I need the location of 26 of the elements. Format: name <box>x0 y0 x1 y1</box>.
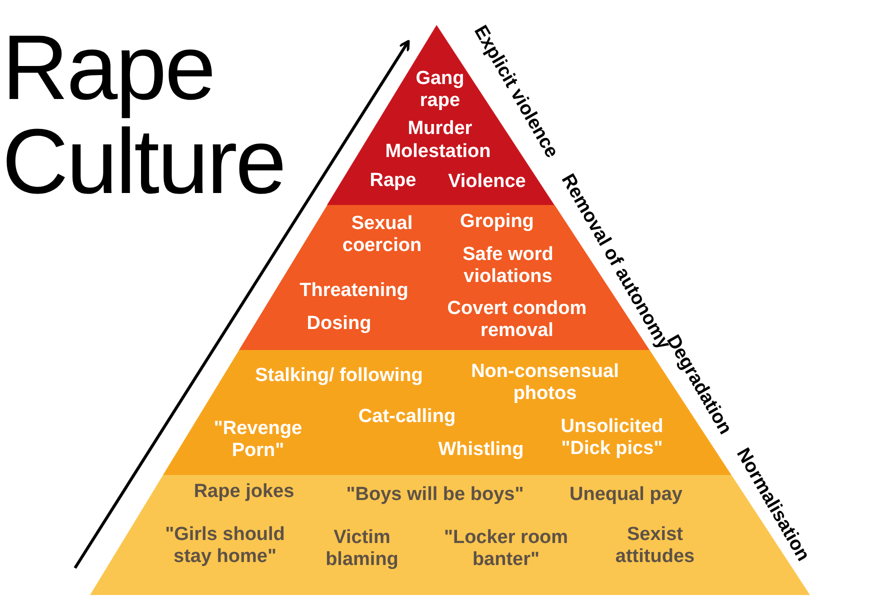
tier-item-text: Unequal pay <box>570 484 682 506</box>
tier-item-text: Molestation <box>385 141 491 163</box>
tier-item-text: Dosing <box>306 313 372 335</box>
tier-item-text: Safe word violations <box>462 244 554 288</box>
tier-item-text: Violence <box>448 171 526 193</box>
tier-item-text: Gang rape <box>414 68 466 112</box>
tier-item-text: Sexual coercion <box>341 213 423 257</box>
tier-item-text: Whistling <box>438 439 524 461</box>
tier-item-text: "Locker room banter" <box>442 527 570 571</box>
title-text: Rape Culture <box>2 22 286 210</box>
tier-item-text: Threatening <box>300 280 408 302</box>
tier-item-text: "Girls should stay home" <box>164 524 286 568</box>
pyramid-tier <box>327 25 555 205</box>
tier-item-text: Groping <box>460 211 534 233</box>
tier-item-text: Rape <box>370 170 416 192</box>
tier-item-text: Murder <box>408 118 472 140</box>
tier-item-text: Unsolicited "Dick pics" <box>560 416 664 460</box>
tier-item-text: Non-consensual photos <box>470 361 620 405</box>
tier-item-text: Stalking/ following <box>255 365 423 387</box>
tier-item-text: Cat-calling <box>358 406 456 428</box>
tier-item-text: Victim blaming <box>324 527 400 571</box>
tier-item-text: Covert condom removal <box>446 298 588 342</box>
tier-item-text: "Revenge Porn" <box>212 418 304 462</box>
tier-item-text: Sexist attitudes <box>614 524 696 568</box>
tier-item-text: Rape jokes <box>194 481 294 503</box>
tier-item-text: "Boys will be boys" <box>346 484 524 506</box>
